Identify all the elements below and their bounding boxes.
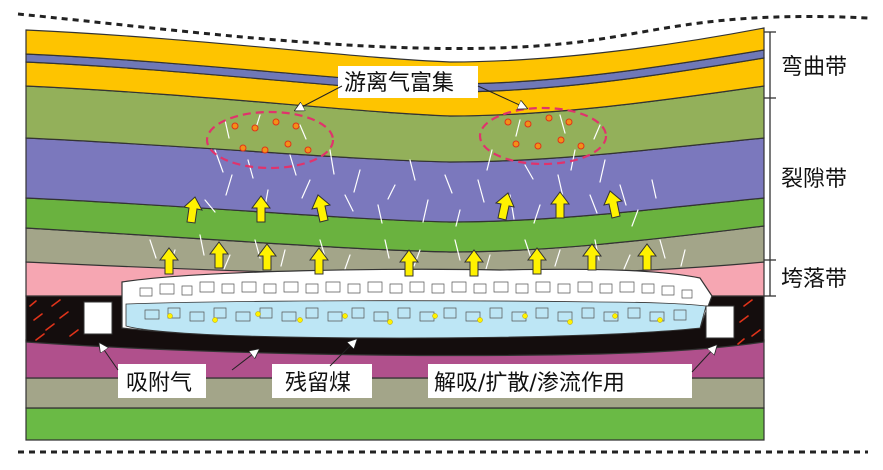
free-gas-pointer-right — [477, 85, 526, 108]
free-gas-pointer-left — [296, 85, 343, 110]
residual-coal-label-bg — [272, 364, 372, 398]
caving-rubble — [121, 268, 713, 339]
adsorbed-pointer-2 — [231, 350, 258, 371]
zone-label-fracture: 裂隙带 — [781, 167, 847, 192]
adsorbed-gas-label: 吸附气 — [126, 371, 192, 396]
yellow-upper-layer — [25, 27, 765, 85]
desorption-pointer — [691, 346, 716, 373]
adsorbed-pointer-1 — [100, 344, 119, 371]
zone-bracket — [764, 31, 776, 297]
zone-label-bending: 弯曲带 — [781, 55, 847, 80]
residual-coal-label: 残留煤 — [285, 371, 351, 396]
free-gas-cluster-left — [205, 110, 335, 170]
free-gas-cluster-right — [478, 106, 608, 166]
desorption-label: 解吸/扩散/渗流作用 — [434, 371, 625, 396]
zone-label-caving: 垮落带 — [781, 267, 847, 292]
top-boundary-dotted — [17, 12, 869, 51]
left-coal-pillar — [83, 301, 113, 335]
gas-migration-arrows — [159, 190, 657, 277]
desorption-label-bg — [428, 364, 692, 398]
floor-green-layer — [25, 407, 765, 441]
fracture-lines — [149, 114, 686, 270]
residual-coal-pointer — [329, 340, 356, 367]
free-gas-label-bg — [338, 66, 478, 98]
adsorbed-gas-sparks — [29, 299, 761, 345]
free-gas-label: 游离气富集 — [344, 71, 454, 96]
adsorbed-gas-label-bg — [118, 364, 206, 398]
right-coal-pillar — [705, 305, 735, 339]
